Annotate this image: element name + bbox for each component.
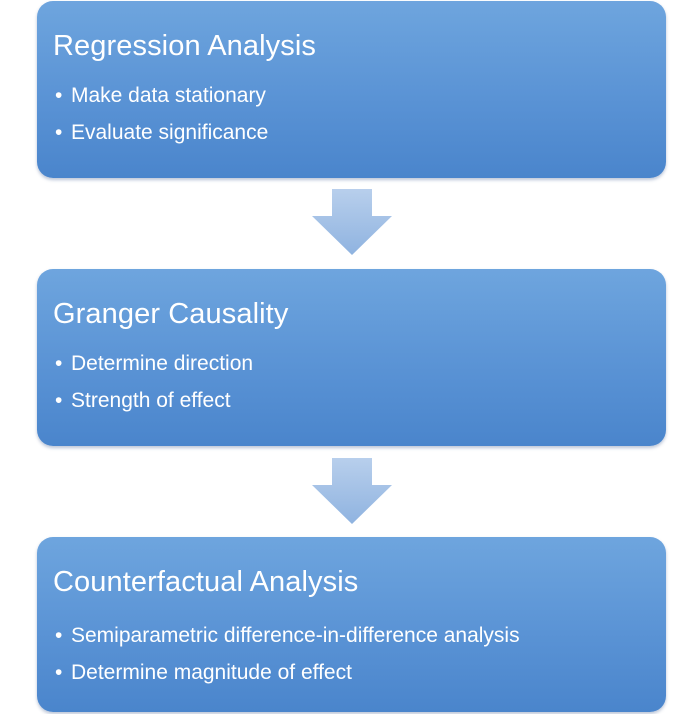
down-arrow-icon [312,458,392,524]
bullet-text: Make data stationary [71,84,266,107]
bullet-text: Strength of effect [71,389,231,412]
bullet-icon: • [55,661,63,684]
step-box-granger-causality: Granger Causality • Determine direction •… [37,269,666,446]
bullet-icon: • [55,84,63,107]
bullet-item: • Determine direction [53,351,666,376]
step-title: Counterfactual Analysis [53,566,359,598]
step-bullet-list: • Semiparametric difference-in-difference… [53,623,666,685]
bullet-icon: • [55,389,63,412]
bullet-text: Semiparametric difference-in-difference … [71,624,520,647]
bullet-item: • Evaluate significance [53,120,666,145]
step-box-regression-analysis: Regression Analysis • Make data stationar… [37,1,666,178]
step-bullet-list: • Make data stationary • Evaluate signific… [53,83,666,145]
step-bullet-list: • Determine direction • Strength of effect [53,351,666,413]
down-arrow-icon [312,189,392,255]
bullet-item: • Determine magnitude of effect [53,660,666,685]
bullet-text: Determine direction [71,352,254,375]
bullet-icon: • [55,121,63,144]
step-title: Regression Analysis [53,30,317,62]
bullet-item: • Make data stationary [53,83,666,108]
bullet-text: Evaluate significance [71,121,269,144]
bullet-text: Determine magnitude of effect [71,661,352,684]
bullet-icon: • [55,624,63,647]
bullet-item: • Strength of effect [53,388,666,413]
step-box-counterfactual-analysis: Counterfactual Analysis • Semiparametric … [37,537,666,712]
bullet-icon: • [55,352,63,375]
step-title: Granger Causality [53,298,289,330]
bullet-item: • Semiparametric difference-in-difference… [53,623,666,648]
